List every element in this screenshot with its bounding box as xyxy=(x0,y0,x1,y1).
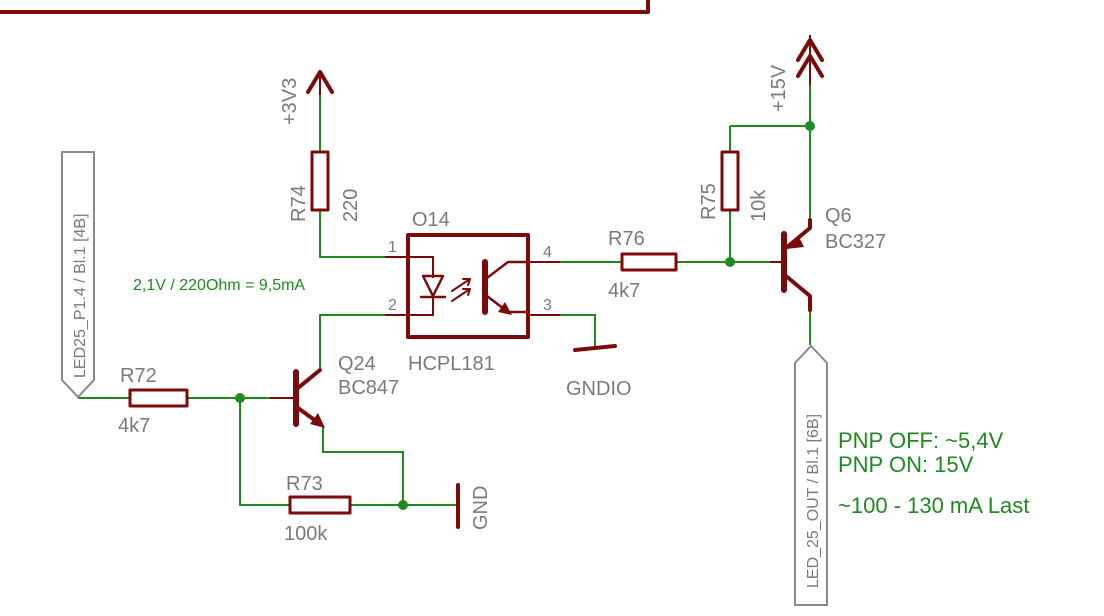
q24-value: BC847 xyxy=(338,377,399,399)
ground-gndio: GNDIO xyxy=(566,344,632,400)
q6-name: Q6 xyxy=(825,205,852,227)
r76-name: R76 xyxy=(608,228,645,250)
net-flag-output-label: LED_25_OUT / Bl.1 [6B] xyxy=(805,414,822,588)
r72-name: R72 xyxy=(120,365,157,387)
r76-value: 4k7 xyxy=(608,280,640,302)
optocoupler-o14: 1 2 3 4 O14 HCPL181 xyxy=(385,209,560,375)
r74-value: 220 xyxy=(340,189,362,222)
note-pnp-off: PNP OFF: ~5,4V xyxy=(838,428,1004,453)
gndio-label: GNDIO xyxy=(566,378,632,400)
r75-value: 10k xyxy=(748,189,770,222)
o14-pin2: 2 xyxy=(388,297,397,314)
resistor-r73: R73 100k xyxy=(284,473,352,545)
r73-value: 100k xyxy=(284,523,328,545)
o14-pin3: 3 xyxy=(543,297,552,314)
resistor-r72: R72 4k7 xyxy=(118,365,189,437)
transistor-q24: Q24 BC847 xyxy=(270,353,399,428)
supply-3v3-label: +3V3 xyxy=(279,78,301,125)
r75-name: R75 xyxy=(698,183,720,220)
supply-15v: +15V xyxy=(768,35,824,112)
resistor-r75: R75 10k xyxy=(698,150,770,222)
note-led-current: 2,1V / 220Ohm = 9,5mA xyxy=(133,277,305,294)
resistor-r74: R74 220 xyxy=(288,150,362,222)
junction-dots xyxy=(235,121,815,510)
ground-gnd: GND xyxy=(456,483,492,530)
q6-value: BC327 xyxy=(825,231,886,253)
gnd-label: GND xyxy=(470,486,492,530)
resistor-r76: R76 4k7 xyxy=(608,228,678,302)
supply-15v-label: +15V xyxy=(768,64,790,112)
note-load: ~100 - 130 mA Last xyxy=(838,493,1029,518)
wires xyxy=(78,85,811,506)
q24-name: Q24 xyxy=(338,353,376,375)
net-flag-output: LED_25_OUT / Bl.1 [6B] xyxy=(794,344,828,606)
o14-value: HCPL181 xyxy=(408,353,495,375)
r74-name: R74 xyxy=(288,185,310,222)
o14-pin4: 4 xyxy=(543,244,552,261)
frame-border xyxy=(0,0,650,14)
o14-pin1: 1 xyxy=(388,239,397,256)
note-pnp-on: PNP ON: 15V xyxy=(838,452,974,477)
r72-value: 4k7 xyxy=(118,415,150,437)
net-flag-input: LED25_P1.4 / Bl.1 [4B] xyxy=(61,151,95,399)
supply-3v3: +3V3 xyxy=(279,70,334,125)
net-flag-input-label: LED25_P1.4 / Bl.1 [4B] xyxy=(72,213,89,378)
o14-name: O14 xyxy=(412,209,450,231)
transistor-q6: Q6 BC327 xyxy=(770,205,886,312)
r73-name: R73 xyxy=(286,473,323,495)
